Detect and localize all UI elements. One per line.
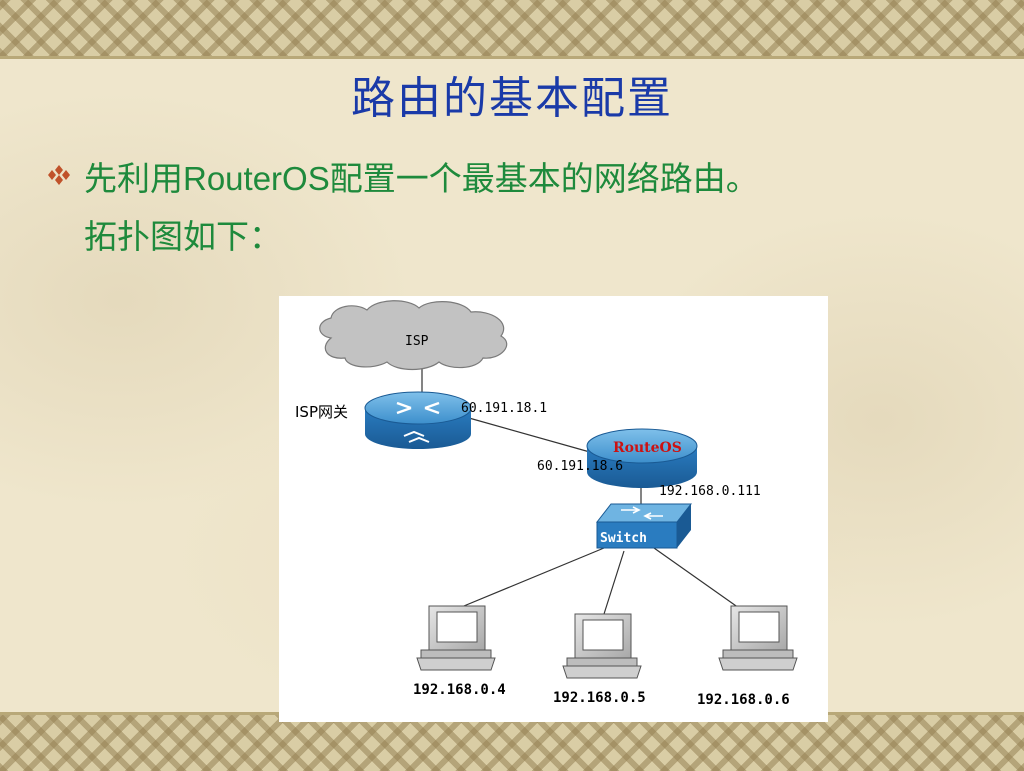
pc1-ip: 192.168.0.4 bbox=[413, 682, 506, 698]
link-switch-pc2 bbox=[603, 550, 625, 615]
bottom-decorative-border bbox=[0, 712, 1024, 771]
bullet-text-line2: 拓扑图如下： bbox=[84, 217, 282, 256]
bullet-text: 先利用RouterOS配置一个最基本的网络路由。 拓扑图如下： bbox=[84, 150, 1014, 266]
routeros-label: RouteOS bbox=[613, 440, 682, 456]
isp-gateway-label: ISP网关 bbox=[295, 403, 348, 421]
switch-icon: Switch bbox=[595, 503, 693, 549]
link-switch-pc1 bbox=[458, 547, 605, 609]
link-gateway-routeros bbox=[468, 417, 605, 457]
slide-title: 路由的基本配置 bbox=[351, 73, 673, 124]
topology-svg: ISP ISP网关 60.191.18.1 RouteOS 60.191.18.… bbox=[295, 300, 798, 708]
bullet-text-part3: 配置一个最基本的网络路由。 bbox=[329, 159, 759, 198]
bullet-text-routeros: RouterOS bbox=[183, 160, 330, 197]
network-topology-diagram: ISP ISP网关 60.191.18.1 RouteOS 60.191.18.… bbox=[279, 296, 828, 722]
link-switch-pc3 bbox=[653, 547, 740, 609]
bullet-text-part1: 先利用 bbox=[84, 159, 183, 198]
pc-icon bbox=[718, 605, 798, 671]
pc-icon bbox=[416, 605, 496, 671]
routeros-router-icon: RouteOS bbox=[586, 428, 698, 488]
routeros-wan-ip: 60.191.18.6 bbox=[537, 459, 623, 474]
routeros-lan-ip: 192.168.0.111 bbox=[659, 484, 761, 499]
pc3-ip: 192.168.0.6 bbox=[697, 692, 790, 708]
switch-label: Switch bbox=[600, 531, 647, 546]
diamond-bullet-icon bbox=[48, 165, 70, 185]
pc2-ip: 192.168.0.5 bbox=[553, 690, 646, 706]
isp-gateway-router-icon bbox=[364, 391, 472, 449]
isp-gateway-ip: 60.191.18.1 bbox=[461, 401, 547, 416]
isp-cloud-icon: ISP bbox=[319, 300, 508, 371]
isp-cloud-label: ISP bbox=[405, 334, 429, 349]
pc-icon bbox=[562, 613, 642, 679]
top-decorative-border bbox=[0, 0, 1024, 59]
